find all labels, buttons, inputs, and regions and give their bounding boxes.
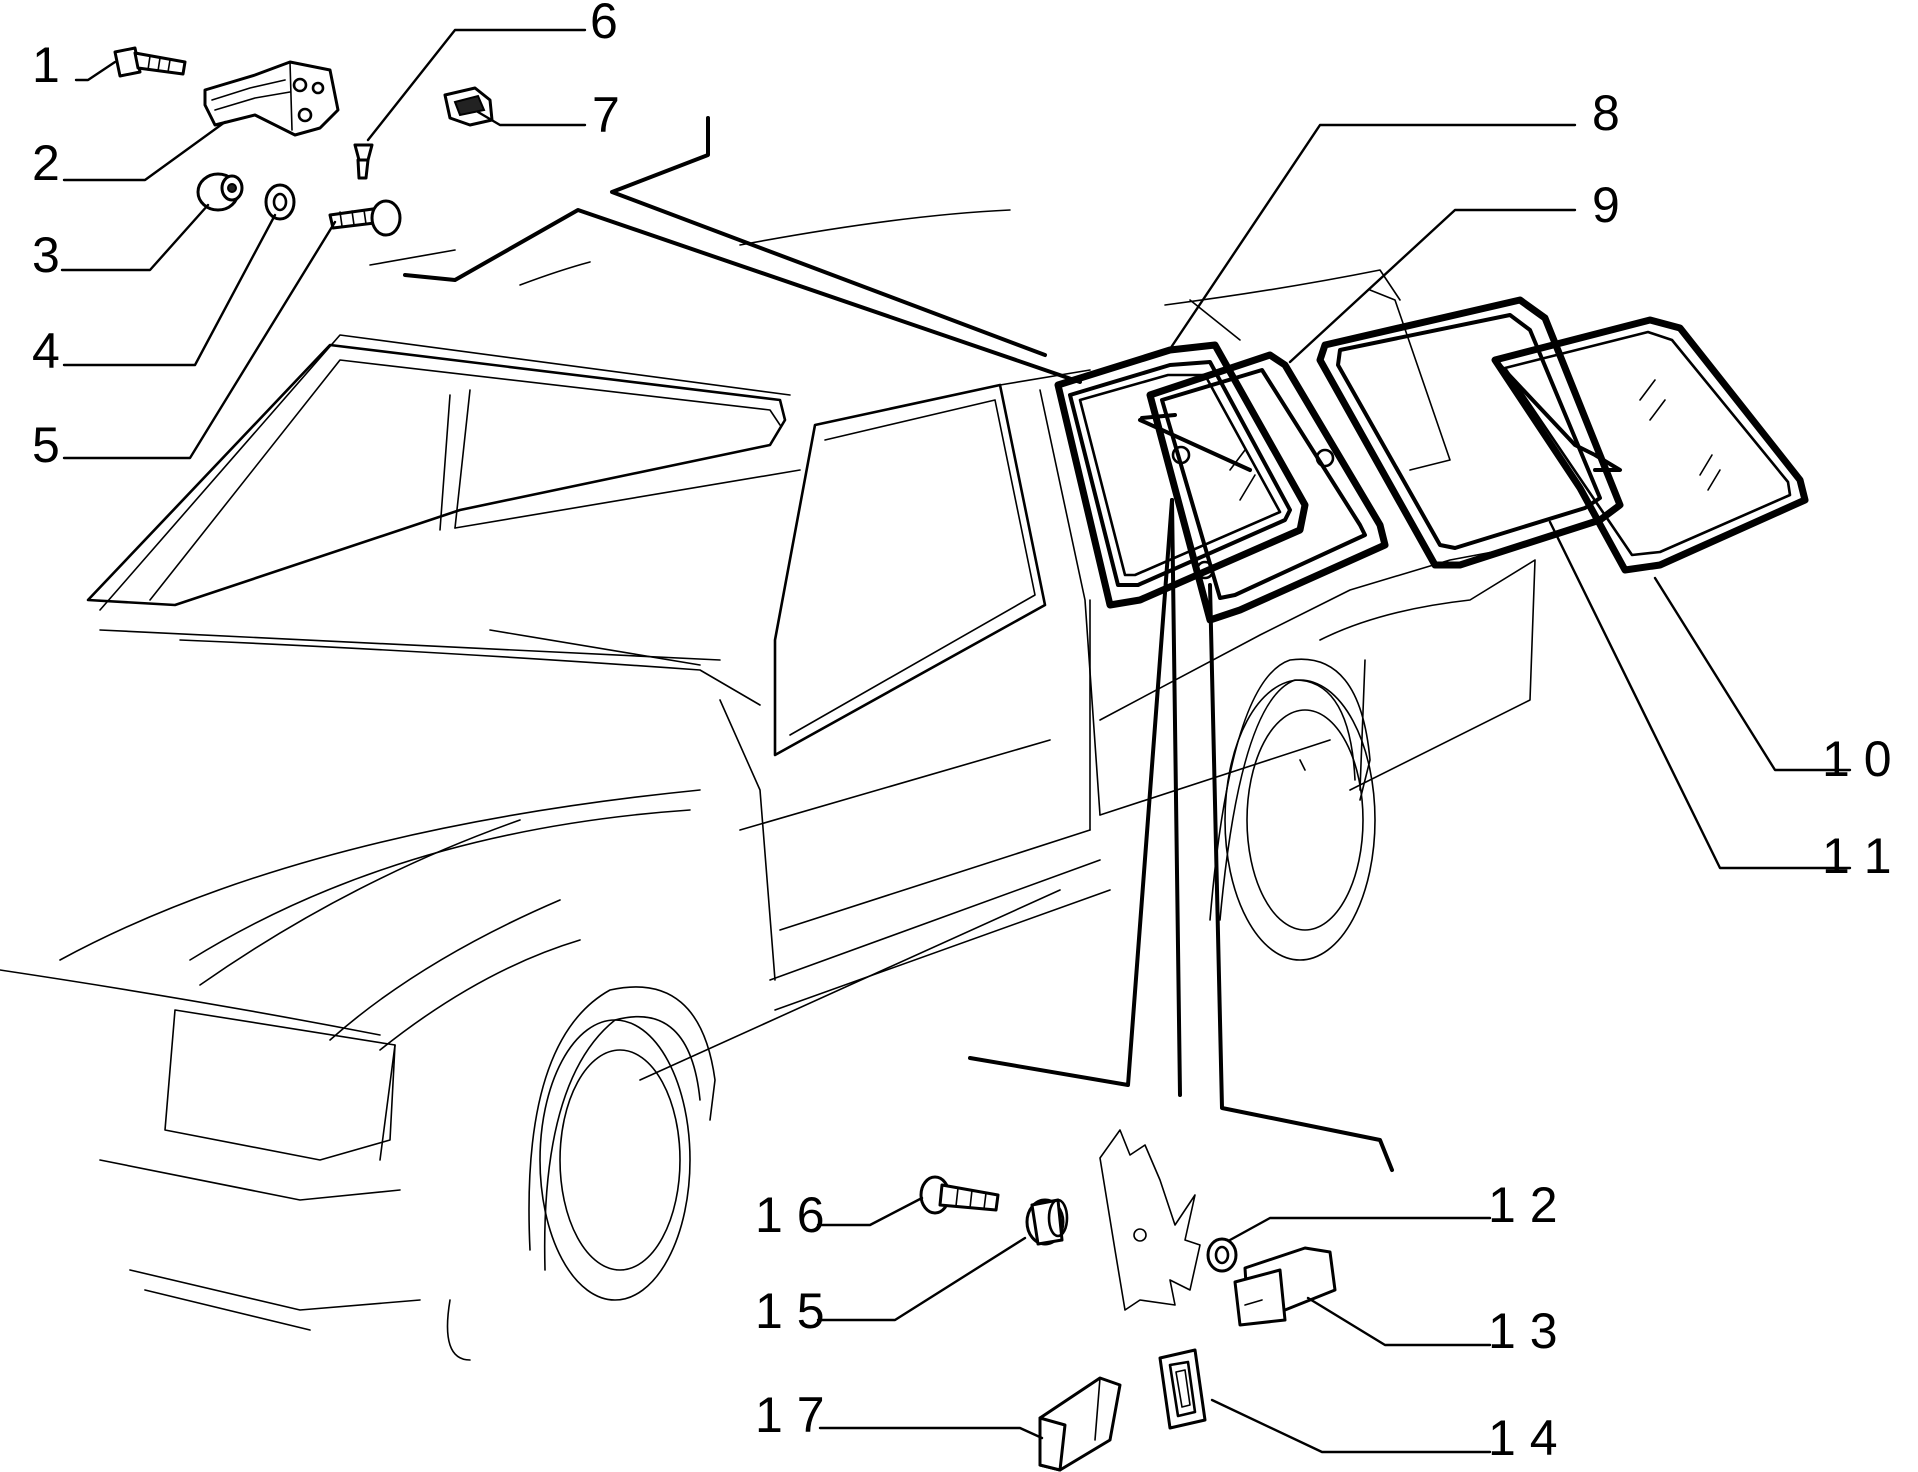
part-2-hinge-bracket — [203, 60, 340, 137]
part-7-clip — [443, 86, 494, 127]
part-3-cap-nut — [196, 172, 244, 212]
callout-7: 7 — [592, 87, 620, 143]
callout-2: 2 — [32, 135, 60, 191]
latch-plate — [1099, 1129, 1201, 1311]
part-5-bolt — [328, 199, 402, 237]
reference-lines — [403, 116, 1394, 1172]
callout-1: 1 — [32, 37, 60, 93]
latch-parts-bottom — [919, 1129, 1337, 1472]
part-15-bushing — [1025, 1198, 1069, 1246]
part-16-bolt — [919, 1175, 1000, 1215]
part-8-rear-window-seal — [1054, 341, 1309, 609]
part-1-bolt — [113, 46, 187, 78]
callout-labels: 1 2 3 4 5 6 7 8 9 1 0 1 1 1 2 1 3 1 4 1 … — [32, 0, 1892, 1466]
part-9-quarter-glass — [1146, 351, 1389, 624]
callout-12: 1 2 — [1488, 1177, 1558, 1233]
part-10-window-glass — [1491, 316, 1809, 574]
part-14-grommet — [1158, 1348, 1207, 1430]
part-13-catch — [1233, 1246, 1337, 1327]
callout-5: 5 — [32, 417, 60, 473]
quarter-window-set — [1054, 296, 1809, 624]
callout-3: 3 — [32, 227, 60, 283]
callout-8: 8 — [1592, 85, 1620, 141]
callout-4: 4 — [32, 323, 60, 379]
part-17-cover-cap — [1038, 1376, 1122, 1472]
callout-15: 1 5 — [755, 1283, 825, 1339]
part-4-washer — [264, 183, 296, 221]
part-12-washer — [1206, 1237, 1238, 1273]
callout-leaders — [60, 28, 1852, 1454]
callout-9: 9 — [1592, 177, 1620, 233]
callout-10: 1 0 — [1822, 731, 1892, 787]
fastener-parts-top — [113, 46, 494, 237]
callout-16: 1 6 — [755, 1187, 825, 1243]
part-6-screw — [353, 143, 374, 180]
callout-17: 1 7 — [755, 1387, 825, 1443]
car-body-outline — [0, 209, 1536, 1361]
callout-11: 1 1 — [1822, 828, 1892, 884]
callout-6: 6 — [590, 0, 618, 49]
callout-14: 1 4 — [1488, 1410, 1558, 1466]
callout-13: 1 3 — [1488, 1303, 1558, 1359]
